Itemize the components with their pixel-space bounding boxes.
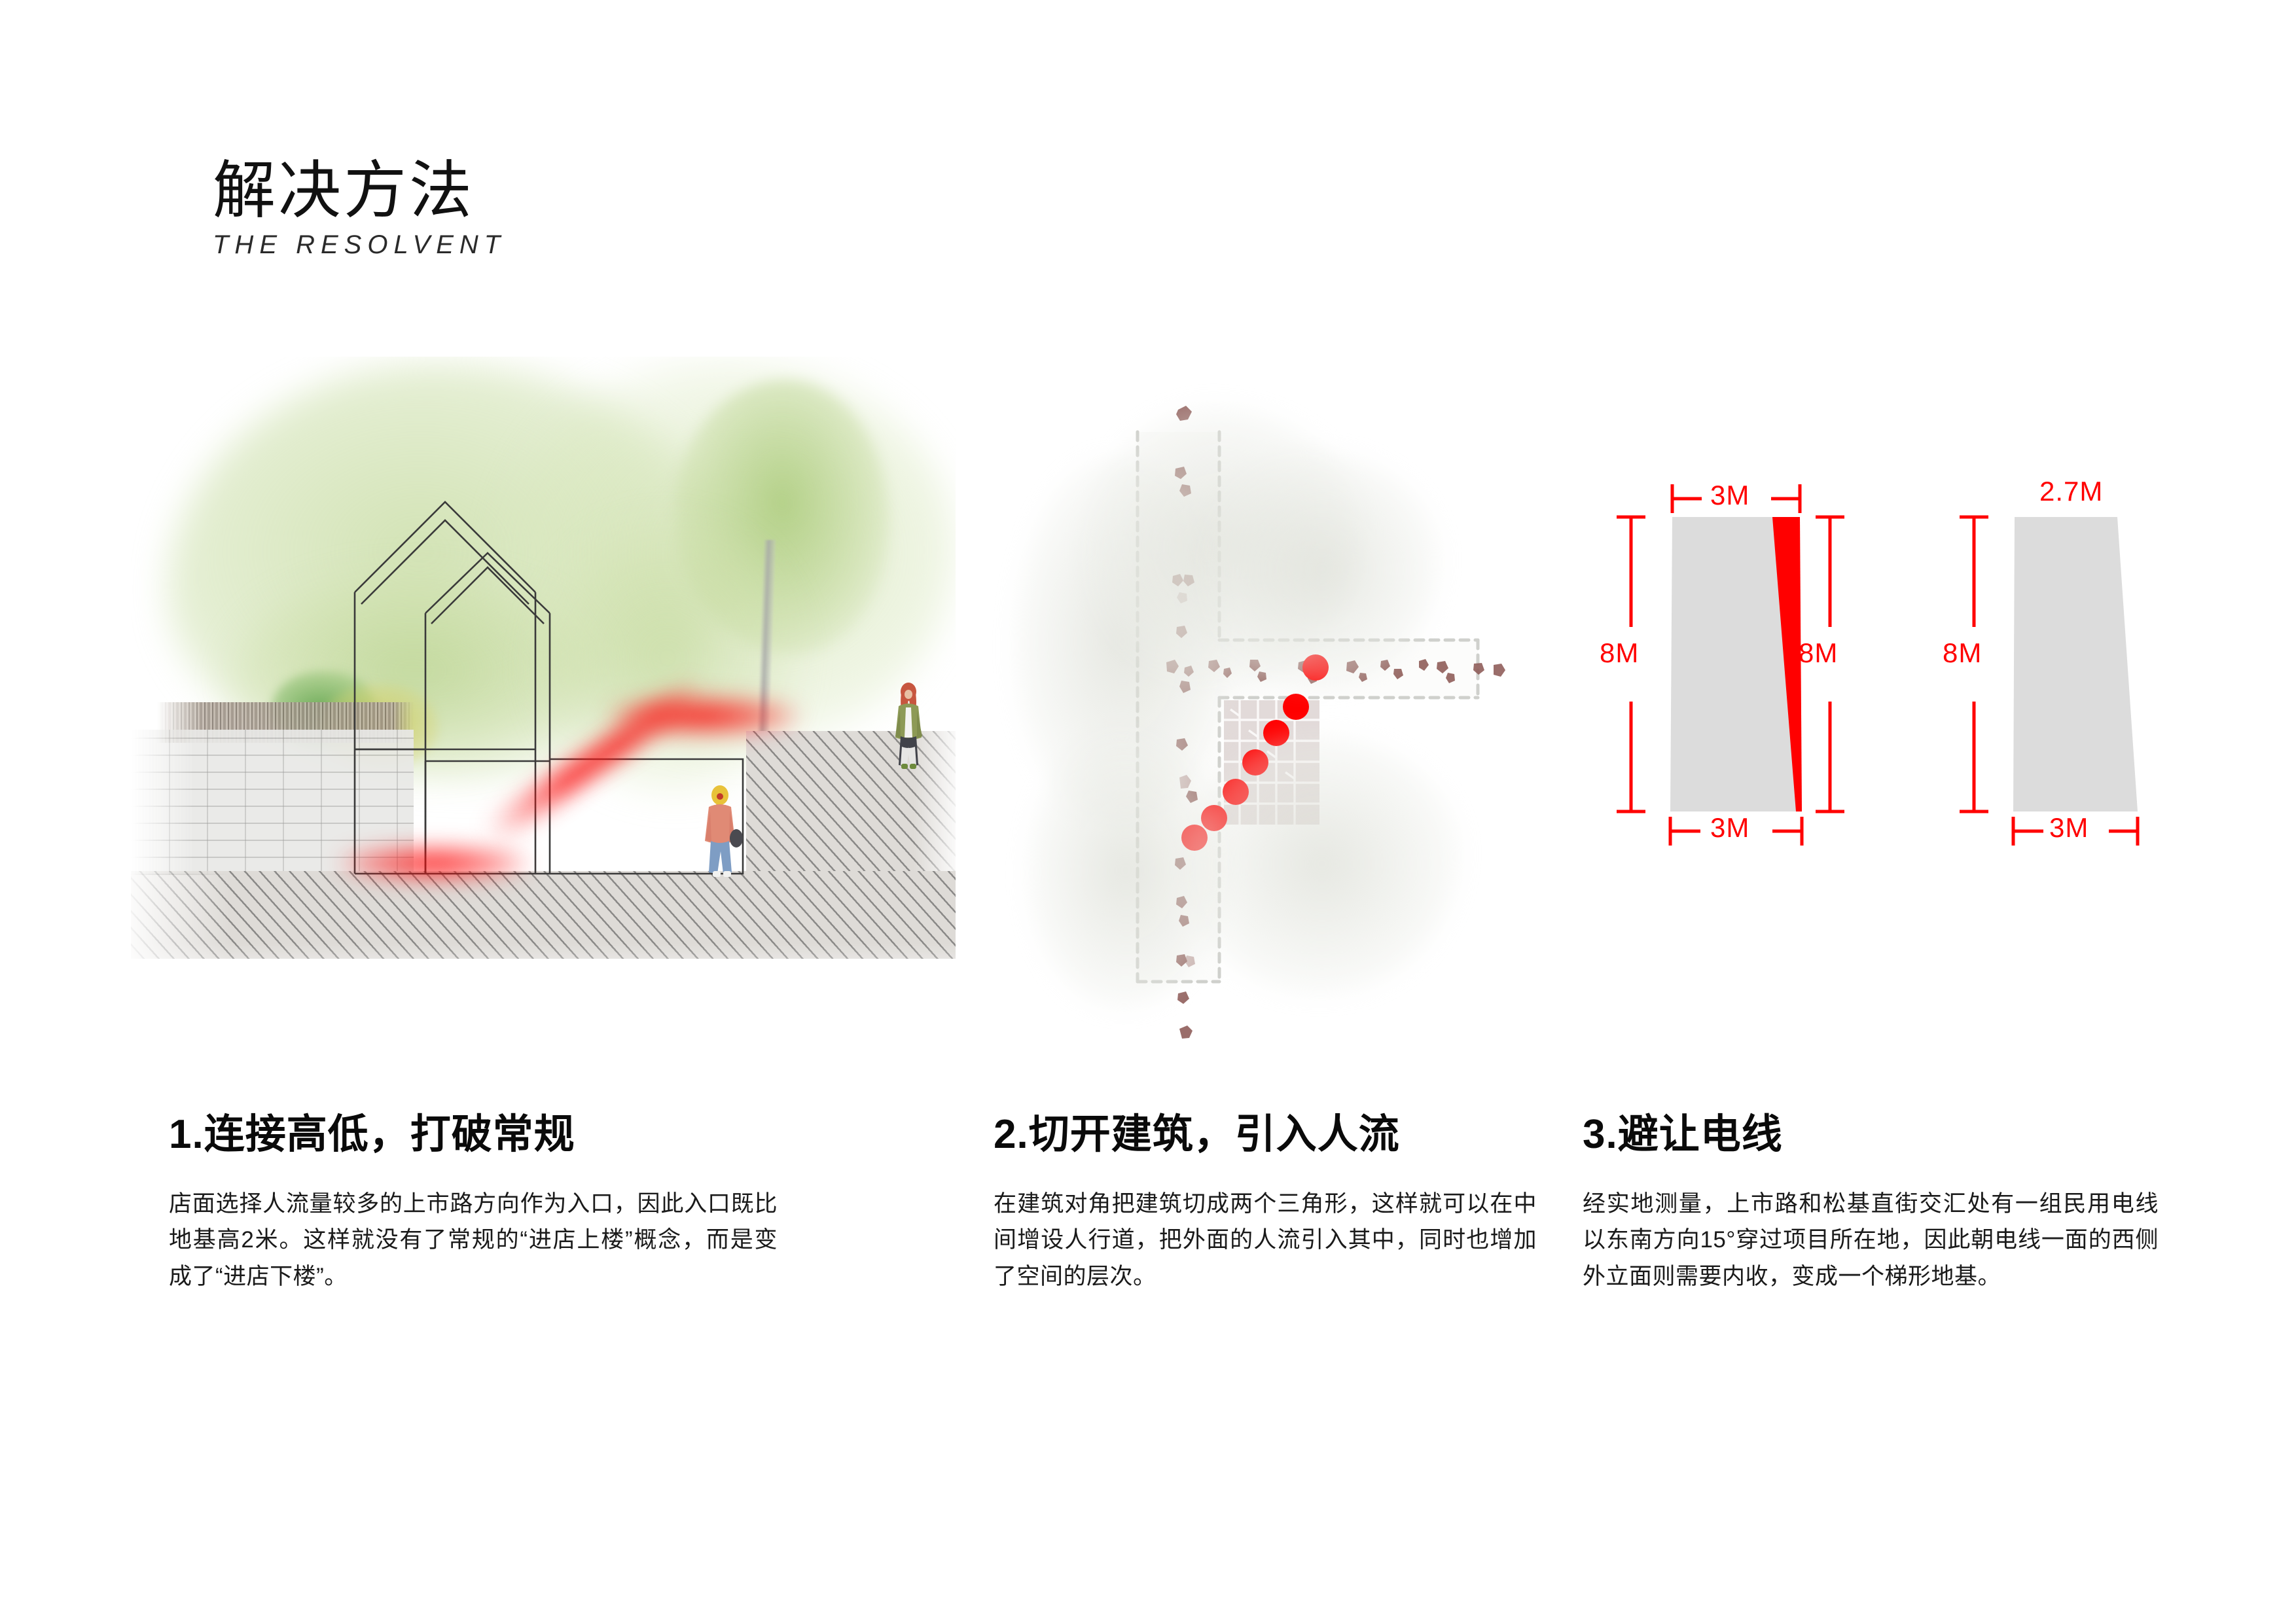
panel-1-figure <box>131 357 956 959</box>
panel-1-body: 店面选择人流量较多的上市路方向作为入口，因此入口既比地基高2米。这样就没有了常规… <box>169 1191 778 1289</box>
shape-a-right-height-label: 8M <box>1799 637 1839 668</box>
panel-3-body: 经实地测量，上市路和松基直街交汇处有一组民用电线以东南方向15°穿过项目所在地，… <box>1583 1191 2159 1289</box>
dimension-diagram-svg <box>1617 484 2140 846</box>
panel-2-body: 在建筑对角把建筑切成两个三角形，这样就可以在中间增设人行道，把外面的人流引入其中… <box>994 1191 1537 1289</box>
shape-a-top-label: 3M <box>1710 480 1750 510</box>
gable-building-outline <box>353 501 744 875</box>
red-glow-lower <box>339 846 529 880</box>
shape-b-body <box>2013 517 2138 812</box>
shape-b-left-height-label: 8M <box>1943 637 1982 668</box>
hatched-ground-upper <box>746 731 956 874</box>
red-glow-upper <box>609 697 798 735</box>
panel-1-caption: 1.连接高低，打破常规 店面选择人流量较多的上市路方向作为入口，因此入口既比地基… <box>169 1112 778 1294</box>
panel-3-figure: 3M 3M 8M 8M 2.7M 3M 8M <box>1590 458 2251 864</box>
page-header: 解决方法 THE RESOLVENT <box>213 157 506 260</box>
site-wash-e <box>1028 733 1224 1008</box>
dimension-diagram: 3M 3M 8M 8M 2.7M 3M 8M <box>1590 458 2251 864</box>
panel-1-heading: 1.连接高低，打破常规 <box>169 1112 575 1157</box>
panel-2-heading: 2.切开建筑，引入人流 <box>994 1112 1400 1157</box>
panel-2-caption: 2.切开建筑，引入人流 在建筑对角把建筑切成两个三角形，这样就可以在中间增设人行… <box>994 1112 1537 1294</box>
shape-b-top-label: 2.7M <box>2039 476 2104 507</box>
hatched-ground <box>131 871 956 959</box>
brick-wall <box>131 730 414 875</box>
site-wash-c <box>1204 452 1440 687</box>
shape-b-bottom-label: 3M <box>2049 812 2089 843</box>
pedestrian-upper-level <box>895 683 922 769</box>
pedestrian-lower-level <box>705 785 743 877</box>
shape-a-body <box>1670 517 1802 812</box>
shape-a-bottom-label: 3M <box>1710 812 1750 843</box>
site-plan-diagram <box>988 366 1590 1047</box>
panel-3-heading: 3.避让电线 <box>1583 1112 1783 1157</box>
panel-3-caption: 3.避让电线 经实地测量，上市路和松基直街交汇处有一组民用电线以东南方向15°穿… <box>1583 1112 2159 1294</box>
shape-a-left-height-label: 8M <box>1600 637 1640 668</box>
site-wash-d <box>1185 733 1460 995</box>
shape-a-cut-wedge <box>1772 517 1802 812</box>
panel-2-figure <box>988 366 1590 1047</box>
page-subtitle: THE RESOLVENT <box>213 230 507 259</box>
page-title: 解决方法 <box>213 156 475 226</box>
section-illustration <box>131 357 956 959</box>
